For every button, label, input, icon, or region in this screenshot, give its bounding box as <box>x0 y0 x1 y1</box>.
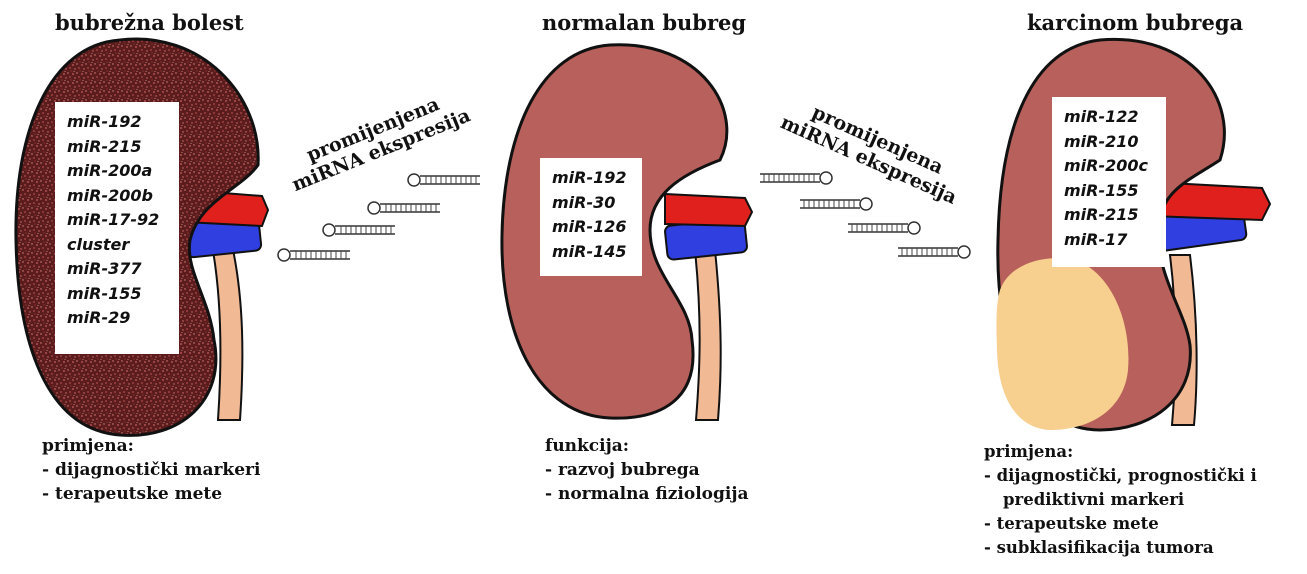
mirna-item: miR-17 <box>1064 228 1156 253</box>
mirna-list-cancer: miR-122 miR-210 miR-200c miR-155 miR-215… <box>1052 97 1166 267</box>
notes-line: - dijagnostički, prognostički i <box>984 464 1257 488</box>
mirna-item: miR-192 <box>67 110 169 135</box>
mirna-item: miR-17-92 <box>67 208 169 233</box>
notes-line: prediktivni markeri <box>984 488 1257 512</box>
notes-normal: funkcija: - razvoj bubrega - normalna fi… <box>545 434 749 506</box>
mirna-item: miR-155 <box>1064 179 1156 204</box>
notes-cancer: primjena: - dijagnostički, prognostički … <box>984 440 1257 560</box>
mirna-item: miR-200c <box>1064 154 1156 179</box>
mirna-item: miR-215 <box>67 135 169 160</box>
notes-heading: funkcija: <box>545 434 749 458</box>
notes-line: - razvoj bubrega <box>545 458 749 482</box>
notes-line: - terapeutske mete <box>42 482 260 506</box>
title-normal-kidney: normalan bubreg <box>542 10 746 35</box>
mirna-item: miR-29 <box>67 306 169 331</box>
mirna-item: miR-377 <box>67 257 169 282</box>
notes-heading: primjena: <box>42 434 260 458</box>
mirna-item: miR-192 <box>552 166 632 191</box>
mirna-item: miR-200b <box>67 184 169 209</box>
notes-line: - normalna fiziologija <box>545 482 749 506</box>
mirna-list-diseased: miR-192 miR-215 miR-200a miR-200b miR-17… <box>55 102 179 354</box>
artery-middle <box>665 194 752 226</box>
mirna-item: miR-122 <box>1064 105 1156 130</box>
title-cancer-kidney: karcinom bubrega <box>1027 10 1243 35</box>
notes-line: - dijagnostički markeri <box>42 458 260 482</box>
mirna-item: miR-200a <box>67 159 169 184</box>
notes-diseased: primjena: - dijagnostički markeri - tera… <box>42 434 260 506</box>
title-diseased-kidney: bubrežna bolest <box>55 10 244 35</box>
notes-line: - subklasifikacija tumora <box>984 536 1257 560</box>
mirna-item: cluster <box>67 233 169 258</box>
mirna-item: miR-30 <box>552 191 632 216</box>
mirna-item: miR-210 <box>1064 130 1156 155</box>
ureter-left <box>212 245 242 420</box>
mirna-item: miR-215 <box>1064 203 1156 228</box>
mirna-list-normal: miR-192 miR-30 miR-126 miR-145 <box>540 158 642 276</box>
mirna-item: miR-126 <box>552 215 632 240</box>
notes-line: - terapeutske mete <box>984 512 1257 536</box>
notes-heading: primjena: <box>984 440 1257 464</box>
mirna-item: miR-155 <box>67 282 169 307</box>
mirna-item: miR-145 <box>552 240 632 265</box>
ureter-middle <box>695 250 721 420</box>
